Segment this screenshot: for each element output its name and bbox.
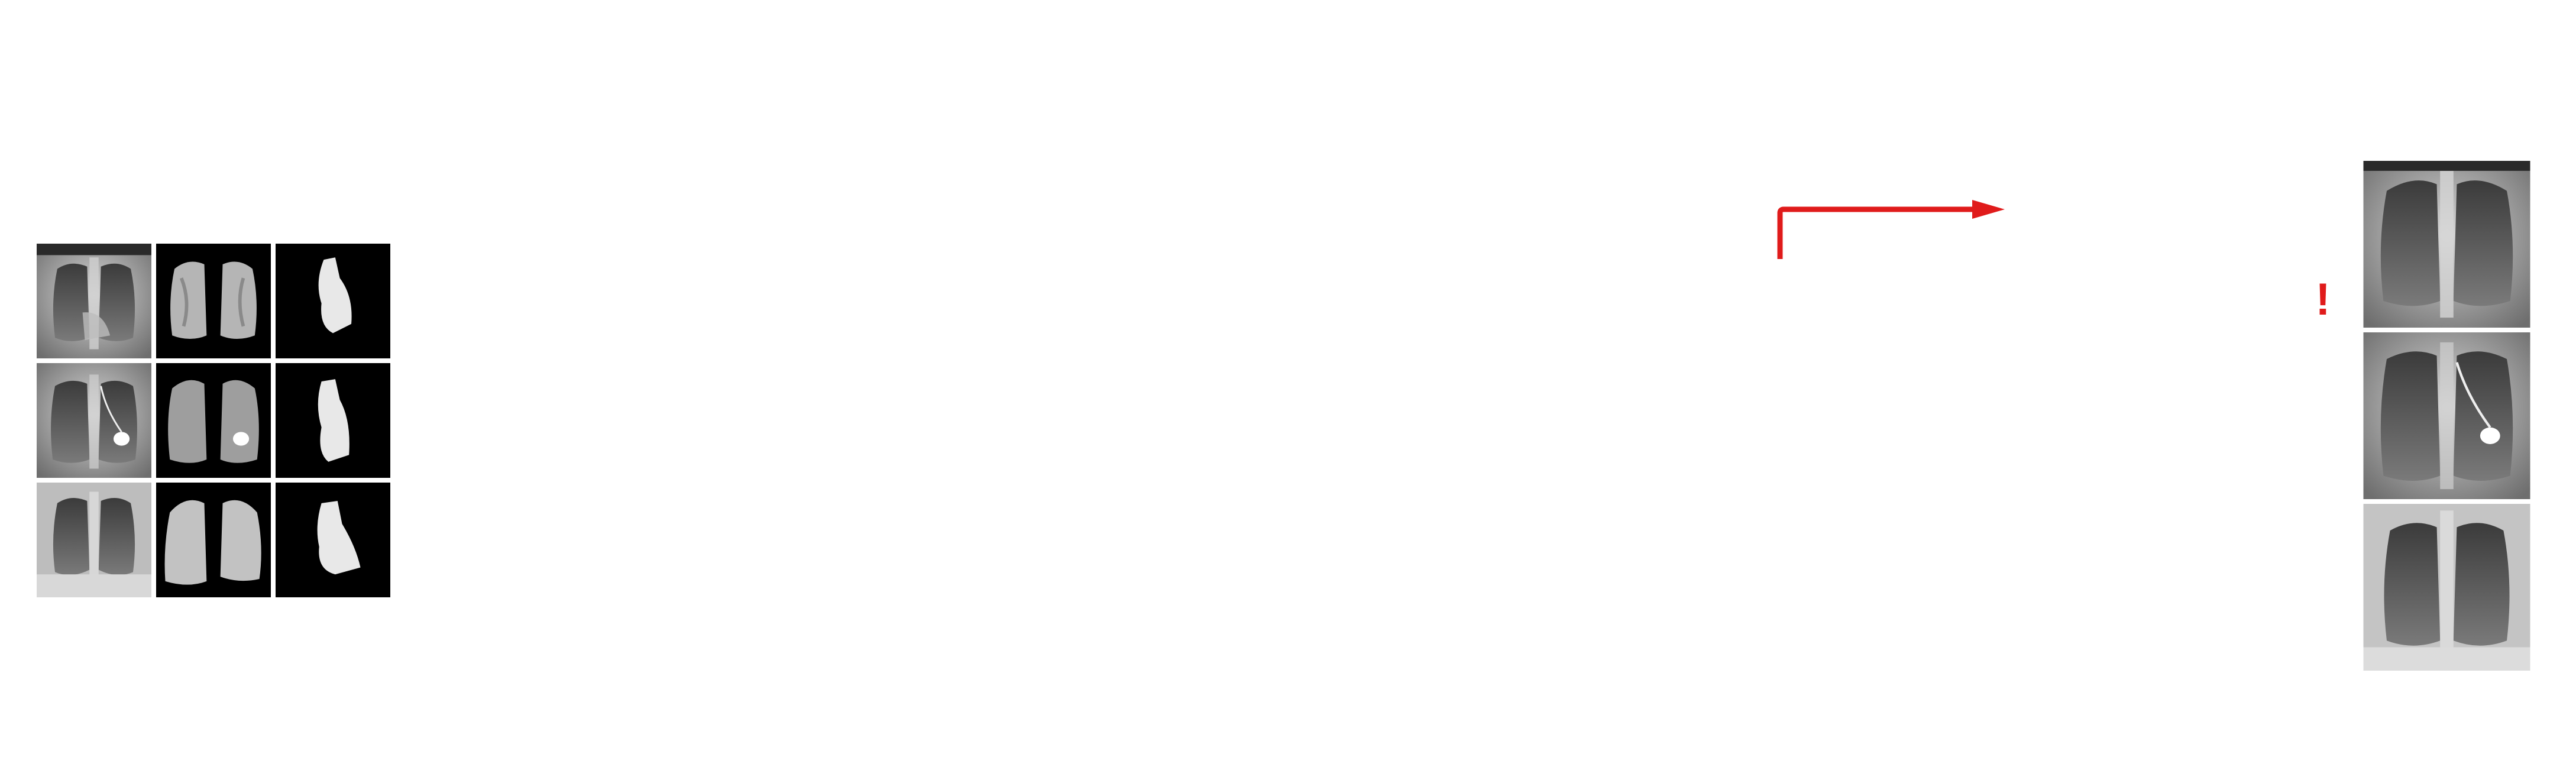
chest-xray-tile-3: [37, 483, 151, 597]
output-chest-xray-3: [2363, 504, 2531, 671]
output-chest-xray-1: [2363, 161, 2531, 328]
output-image-column: [2363, 161, 2531, 671]
chest-xray-tile-2: [37, 363, 151, 478]
chest-xray-image: [37, 483, 151, 597]
chest-xray-image: [2363, 332, 2530, 499]
lung-mask-image: [156, 483, 271, 597]
heart-mask-image: [276, 363, 390, 478]
alert-exclamation-mark: !: [2315, 274, 2331, 325]
lung-mask-tile-1: [156, 244, 271, 358]
red-elbow-arrow-icon: [1768, 195, 2017, 266]
chest-xray-image: [2363, 161, 2530, 328]
chest-xray-image: [37, 363, 151, 478]
heart-mask-tile-2: [276, 363, 390, 478]
heart-mask-image: [276, 483, 390, 597]
heart-mask-tile-3: [276, 483, 390, 597]
chest-xray-tile-1: [37, 244, 151, 358]
heart-mask-tile-1: [276, 244, 390, 358]
lung-mask-image: [156, 244, 271, 358]
chest-xray-image: [2363, 504, 2530, 671]
heart-mask-image: [276, 244, 390, 358]
lung-mask-tile-3: [156, 483, 271, 597]
input-image-grid: [37, 244, 390, 597]
lung-mask-tile-2: [156, 363, 271, 478]
lung-mask-image: [156, 363, 271, 478]
output-chest-xray-2: [2363, 332, 2531, 499]
chest-xray-image: [37, 244, 151, 358]
